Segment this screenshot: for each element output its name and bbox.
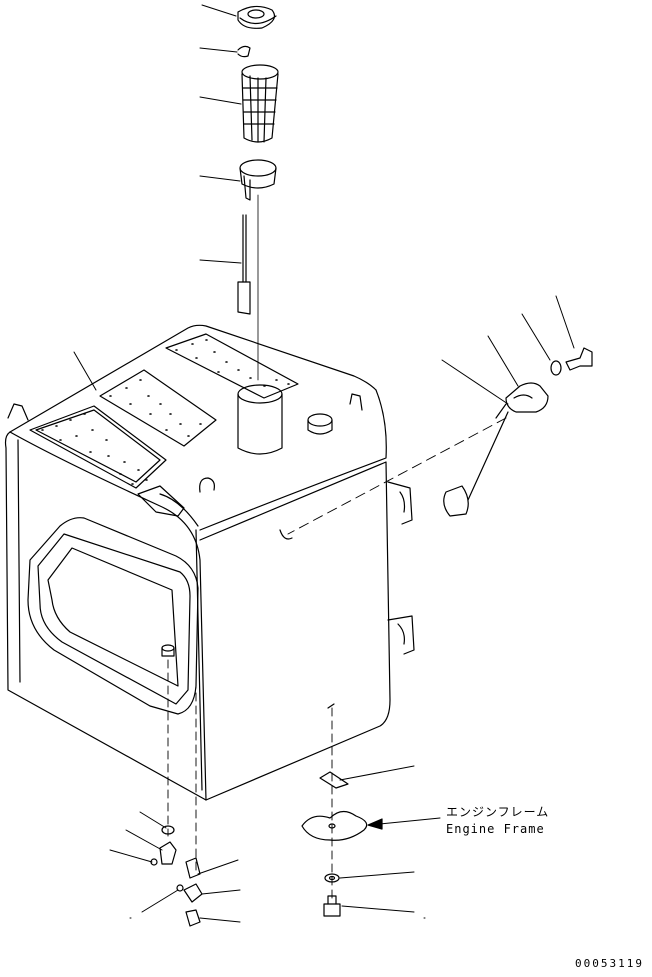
leader-lines-upper (74, 5, 241, 390)
top-cover-plate-3 (166, 334, 298, 398)
clip (238, 46, 250, 56)
top-cover-plate-2 (100, 370, 216, 446)
handle-plate (138, 486, 184, 516)
drain-plug-boss (162, 645, 174, 656)
level-switch-bolt (566, 348, 592, 370)
engine-frame-plate (302, 811, 367, 840)
cover-bolts (42, 340, 289, 484)
engine-frame-label-english: Engine Frame (446, 822, 545, 836)
filler-cap (238, 6, 276, 28)
engine-frame-label-japanese: エンジンフレーム (446, 805, 550, 819)
leader-lines-lower-left (110, 812, 240, 922)
hydraulic-tank (6, 325, 415, 800)
filler-neck-ring (240, 160, 276, 200)
lifting-hook (200, 478, 215, 492)
drawing-number: 00053119 (575, 957, 644, 970)
level-switch-washer (551, 361, 561, 375)
leader-lines-lower-right (340, 766, 425, 918)
breather-port (308, 414, 332, 434)
engine-frame-arrowhead (368, 819, 382, 829)
level-gauge-stick (238, 215, 250, 314)
inspection-window (28, 518, 198, 714)
drain-fittings (151, 826, 202, 926)
top-cover-plate-1 (30, 406, 166, 488)
engine-frame-arrow (380, 818, 440, 824)
leader-lines-right (442, 296, 574, 404)
mount-hole (328, 704, 334, 708)
float-level-switch (444, 383, 548, 516)
mount-washer (325, 874, 339, 882)
mount-bolt (324, 896, 340, 916)
drain-dashed-axes (168, 660, 196, 870)
sender-hole (280, 530, 292, 539)
strainer (242, 65, 278, 142)
filler-port (238, 385, 282, 454)
mount-cushion (320, 772, 348, 788)
sender-dashed-axis (288, 418, 506, 534)
